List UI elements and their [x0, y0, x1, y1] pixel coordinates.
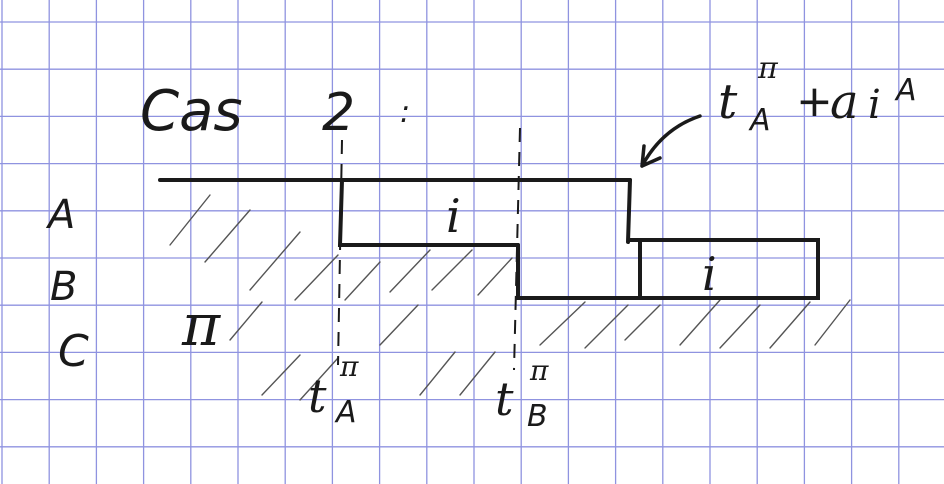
annotation-term: a	[830, 74, 859, 130]
hatch-stroke	[344, 261, 381, 301]
hatch-stroke	[679, 299, 721, 346]
annotation-base: t	[718, 74, 738, 130]
label-tA-base: t	[308, 369, 327, 423]
hatch-stroke	[204, 209, 251, 263]
label-tB: t π B	[495, 354, 549, 434]
job-A-box-right	[626, 178, 632, 244]
hatch-stroke	[431, 249, 473, 291]
job-B-first-box	[516, 243, 642, 300]
label-tA: t π A	[308, 350, 359, 430]
hatching-idle-regions	[169, 194, 851, 401]
hatch-stroke	[719, 304, 761, 349]
annotation-plus: +	[796, 76, 833, 127]
dashed-guide-tA	[337, 139, 343, 366]
heading-number: 2	[322, 83, 355, 143]
annotation-term-sup: A	[894, 73, 917, 108]
hatch-stroke	[249, 231, 301, 291]
machine-A-timeline	[158, 178, 632, 247]
hatch-stroke	[299, 357, 339, 401]
row-label-A: A	[45, 192, 75, 238]
label-tB-base: t	[495, 372, 514, 426]
hatch-stroke	[229, 301, 263, 341]
hatch-stroke	[389, 249, 431, 293]
label-tB-sub: B	[527, 399, 548, 434]
heading-colon: :	[400, 95, 410, 130]
hatch-stroke	[419, 351, 456, 396]
annotation-arrow	[640, 114, 702, 168]
label-tA-sup: π	[339, 350, 359, 383]
hatch-stroke	[624, 304, 661, 341]
hatch-stroke	[169, 194, 211, 246]
machine-B-timeline	[516, 238, 820, 300]
job-B-label: i	[702, 247, 717, 301]
hatch-stroke	[261, 354, 301, 396]
annotation-sub: A	[748, 103, 771, 138]
label-tB-sup: π	[529, 354, 549, 387]
annotation-term-sub: i	[868, 82, 881, 128]
hatch-stroke	[379, 304, 419, 346]
job-B-second-box	[628, 238, 820, 300]
annotation-label: t π A + a i A	[718, 51, 917, 138]
hatch-stroke	[584, 304, 629, 349]
dashed-guide-tB	[513, 127, 521, 371]
job-A-label: i	[446, 189, 461, 243]
hatch-stroke	[814, 299, 851, 346]
heading-prefix: Cas	[140, 79, 243, 144]
row-label-B: B	[50, 264, 77, 310]
hatch-stroke	[294, 254, 339, 301]
row-label-C: C	[58, 326, 89, 377]
pi-region-label: π	[181, 291, 221, 359]
annotation-sup: π	[757, 51, 779, 86]
hatch-stroke	[539, 301, 586, 346]
label-tA-sub: A	[334, 395, 357, 430]
hatch-stroke	[477, 257, 513, 296]
dashed-guides	[337, 127, 521, 371]
hatch-stroke	[769, 301, 811, 349]
job-A-box-left-bottom	[337, 178, 520, 247]
hatch-stroke	[459, 351, 496, 396]
